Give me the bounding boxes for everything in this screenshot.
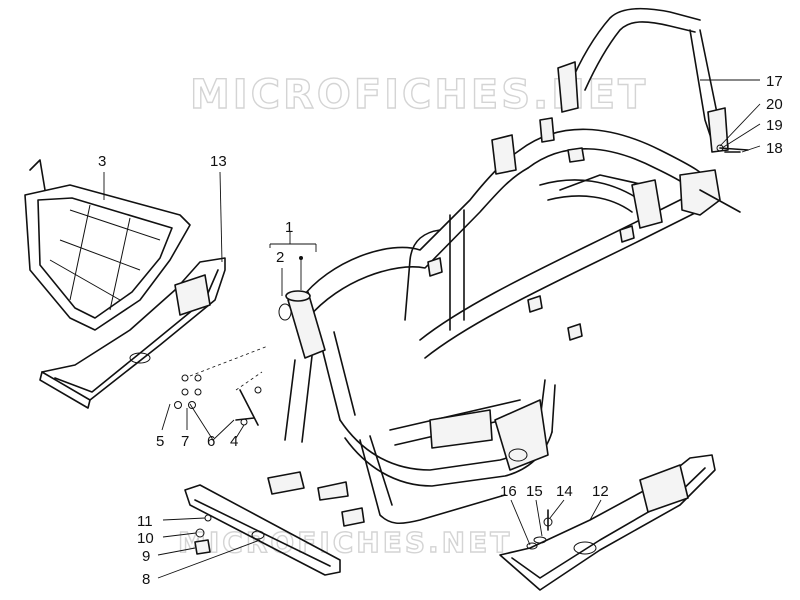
callout-4: 4 [230,433,238,450]
callout-9: 9 [142,548,150,565]
callout-2: 2 [276,249,284,266]
bearing-ring [278,303,292,321]
watermark-bottom: MICROFICHES.NET [178,526,512,559]
callout-5: 5 [156,433,164,450]
callout-10: 10 [137,530,154,547]
guide-line [235,371,263,391]
callout-labels: 3 13 1 2 5 7 6 4 11 10 9 8 16 15 14 12 1… [98,73,783,588]
callout-3: 3 [98,153,106,170]
callout-15: 15 [526,483,543,500]
callout-12: 12 [592,483,609,500]
callout-16: 16 [500,483,517,500]
front-subframe [24,159,191,331]
callout-20: 20 [766,96,783,113]
rear-grab-handle [557,7,749,153]
callout-1: 1 [285,219,293,236]
callout-17: 17 [766,73,783,90]
lower-front-bracket [184,484,341,576]
leader-lines [103,79,761,579]
right-footboard-support [499,454,716,591]
guide-line [189,345,269,377]
callout-14: 14 [556,483,573,500]
callout-19: 19 [766,117,783,134]
left-footboard-support [39,257,226,409]
callout-6: 6 [207,433,215,450]
main-frame [267,117,741,527]
callout-11: 11 [137,513,153,530]
watermark-top: MICROFICHES.NET [190,72,648,118]
callout-7: 7 [181,433,189,450]
callout-18: 18 [766,140,783,157]
callout-8: 8 [142,571,150,588]
callout-13: 13 [210,153,227,170]
